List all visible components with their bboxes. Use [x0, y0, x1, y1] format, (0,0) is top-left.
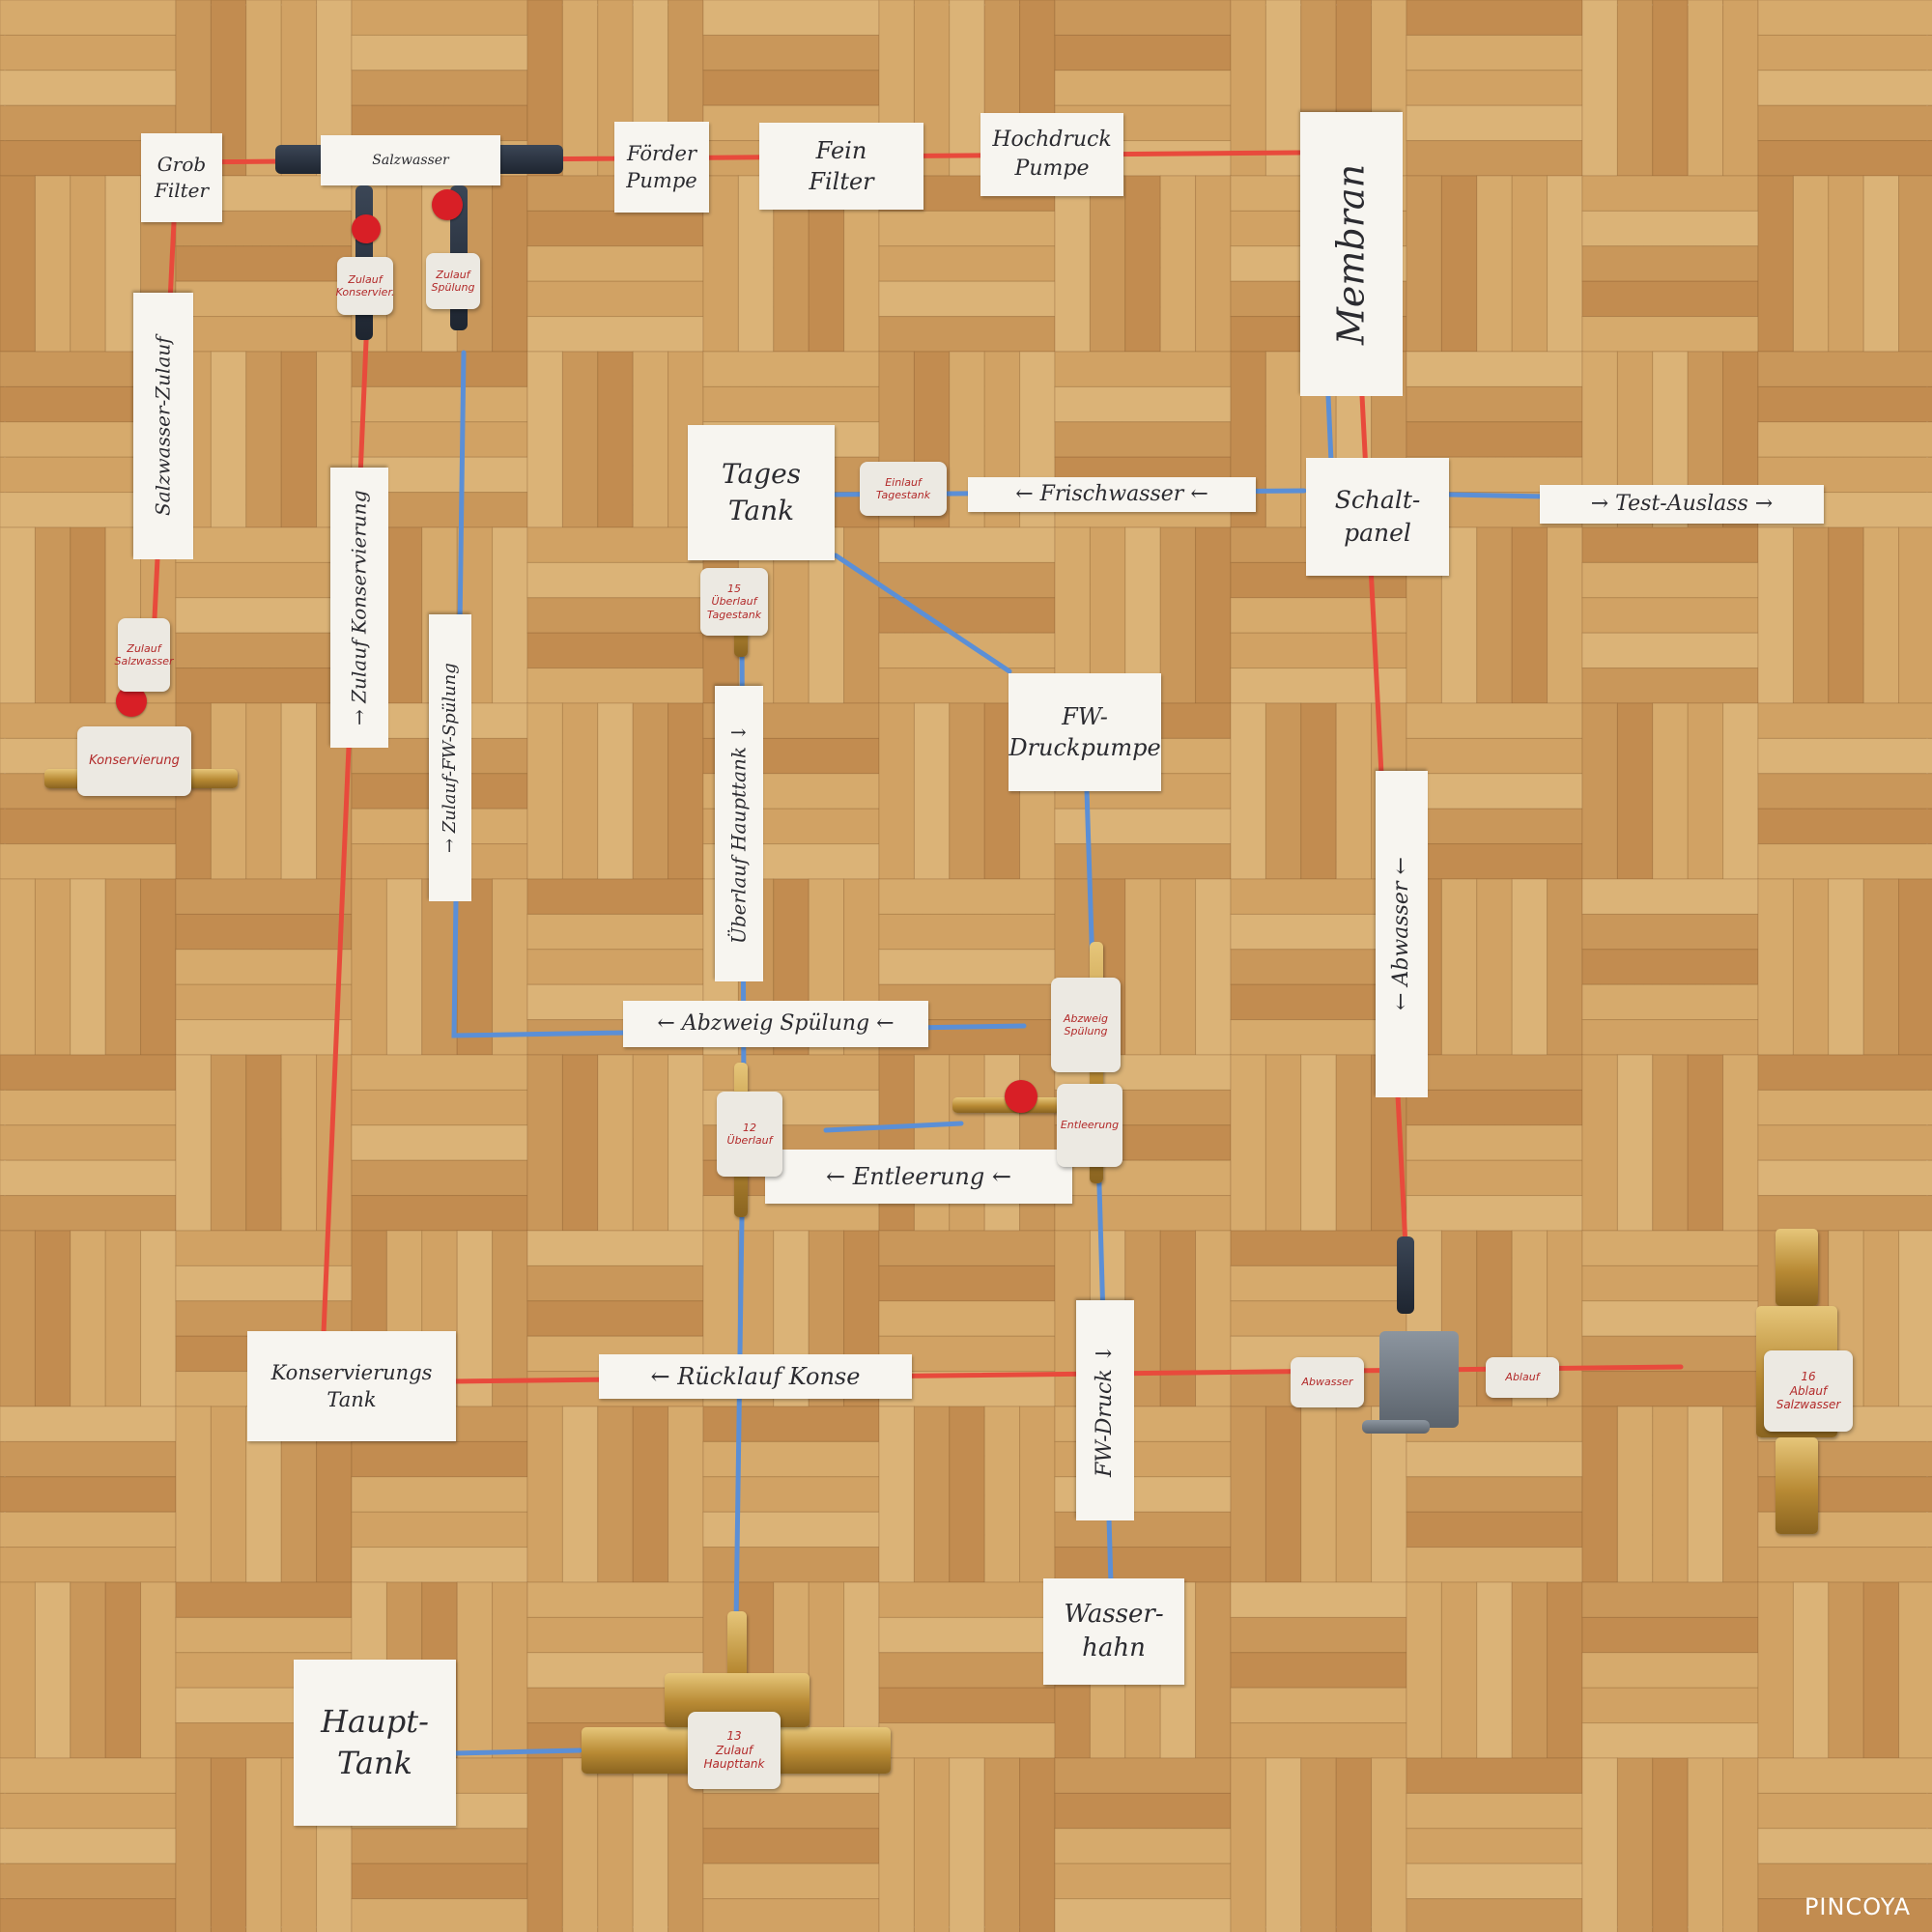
freshwater-line-haupttank: [454, 1750, 580, 1753]
label-salzwasser: Salzwasser: [321, 135, 500, 185]
label-uberlauf-haupttank: Überlauf Haupttank ↓: [715, 686, 763, 981]
valve-tag-zulauf-konservierung: Zulauf Konservier.: [337, 257, 393, 315]
label-salzwasser-zulauf: Salzwasser-Zulauf: [133, 293, 193, 559]
ball-valve-handle-right-icon: [432, 189, 463, 220]
brass-stub-top-icon: [1776, 1229, 1818, 1306]
valve-tag-uberlauf-tagestank: 15 Überlauf Tagestank: [700, 568, 768, 636]
valve-tag-zulauf-spulung: Zulauf Spülung: [426, 253, 480, 309]
valve-tag-konservierung: Konservierung: [77, 726, 191, 796]
label-fw-druckpumpe: FW- Druckpumpe: [1009, 673, 1161, 791]
abwasser-inlet-icon: [1397, 1236, 1414, 1314]
label-rucklauf-konse: ← Rücklauf Konse: [599, 1354, 912, 1399]
watermark: PINCOYA: [1804, 1893, 1911, 1920]
label-fein-filter: Fein Filter: [759, 123, 923, 210]
label-tages-tank: Tages Tank: [688, 425, 835, 560]
label-membran: Membran: [1300, 112, 1403, 396]
freshwater-line-druckpumpe: [836, 555, 1009, 671]
valve-tag-ablauf-salzwasser: 16 Ablauf Salzwasser: [1764, 1350, 1853, 1432]
label-hochdruck-pumpe: Hochdruck Pumpe: [980, 113, 1123, 196]
valve-tag-abzweig-spulung: Abzweig Spülung: [1051, 978, 1121, 1072]
label-fw-druck: FW-Druck ↓: [1076, 1300, 1134, 1520]
abwasser-valve-lever-icon: [1362, 1420, 1430, 1434]
freshwater-line-entleerung: [826, 1123, 961, 1130]
label-frischwasser: ← Frischwasser ←: [968, 477, 1256, 512]
abwasser-valve-body-icon: [1379, 1331, 1459, 1428]
label-haupt-tank: Haupt- Tank: [294, 1660, 456, 1826]
valve-tag-abwasser: Abwasser: [1291, 1357, 1364, 1407]
freshwater-line-test: [1449, 495, 1546, 497]
freshwater-line-haupttank-down: [736, 1217, 742, 1623]
valve-tag-zulauf-haupttank: 13 Zulauf Haupttank: [688, 1712, 781, 1789]
ball-valve-handle-left-icon: [352, 214, 381, 243]
valve-tag-einlauf-tagestank: Einlauf Tagestank: [860, 462, 947, 516]
label-abzweig-spulung: ← Abzweig Spülung ←: [623, 1001, 928, 1047]
valve-tag-ablauf: Ablauf: [1486, 1357, 1559, 1398]
label-entleerung: ← Entleerung ←: [765, 1150, 1072, 1204]
valve-tag-zulauf-salzwasser: Zulauf Salzwasser: [118, 618, 170, 692]
label-zulauf-konservierung: → Zulauf Konservierung: [330, 468, 388, 748]
label-forder-pumpe: Förder Pumpe: [614, 122, 709, 213]
label-konservierungs-tank: Konservierungs Tank: [247, 1331, 456, 1441]
label-schalt-panel: Schalt- panel: [1306, 458, 1449, 576]
valve-tag-uberlauf: 12 Überlauf: [717, 1092, 782, 1177]
brass-stub-bottom-icon: [1776, 1437, 1818, 1534]
label-abwasser: ← Abwasser ←: [1376, 771, 1428, 1097]
valve-tag-entleerung: Entleerung: [1057, 1084, 1122, 1167]
label-zulauf-fw-spulung: → Zulauf-FW-Spülung: [429, 614, 471, 901]
label-test-auslass: → Test-Auslass →: [1540, 485, 1824, 524]
freshwater-line-membran-panel: [1328, 396, 1331, 462]
label-grob-filter: Grob Filter: [141, 133, 222, 222]
ball-valve-handle-entleerung-icon: [1005, 1080, 1037, 1113]
label-wasserhahn: Wasser- hahn: [1043, 1578, 1184, 1685]
